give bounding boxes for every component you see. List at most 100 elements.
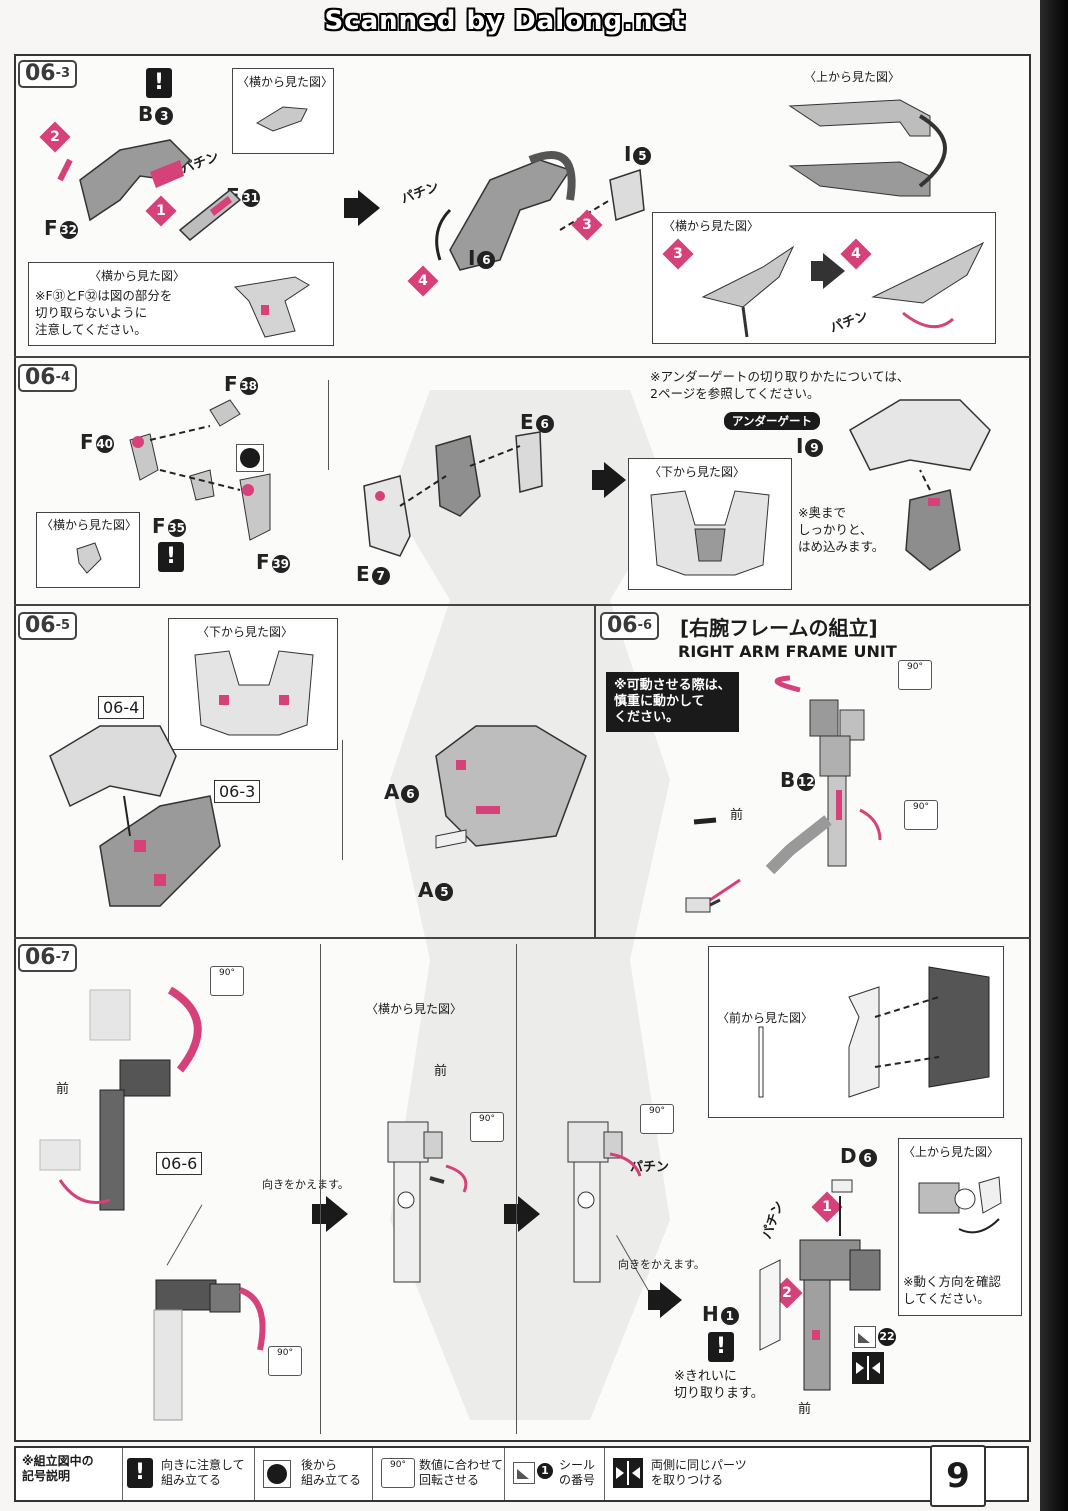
side-view-title-3: 〈横から見た図〉 (663, 219, 760, 233)
front-label-06-7c: 前 (798, 1402, 812, 1417)
armor-part-illustration-06-3a (57, 139, 242, 242)
back-assembly-icon (236, 444, 264, 472)
side-view-box-06-3b: 〈横から見た図〉 3 4 パチン (652, 212, 996, 344)
snap-label-4: パチン (630, 1160, 670, 1175)
arm-rotation-illustration-a (39, 986, 202, 1211)
side-view-box-06-4: 〈横から見た図〉 (36, 512, 140, 588)
section-06-3-label: 06-3 (18, 60, 78, 88)
flow-arrow-shaft-06-7b (504, 1204, 518, 1224)
legend-title: ※組立図中の 記号説明 (22, 1454, 94, 1483)
clean-cut-note: ※きれいに 切り取ります。 (674, 1369, 764, 1401)
rotate-90-icon-6: 90° (640, 1104, 674, 1134)
side-view-before-illustration (701, 245, 795, 338)
bottom-view-box-06-4: 〈下から見た図〉 (628, 458, 792, 590)
bottom-view-illustration-06-4 (650, 490, 770, 576)
shoulder-parts-illustration (129, 399, 271, 541)
flow-arrow-06-7b (518, 1196, 540, 1232)
top-view-illustration-06-7 (918, 1176, 1002, 1234)
bottom-view-illustration-06-5 (194, 650, 314, 736)
warning-icon: ! (127, 1458, 153, 1488)
section-06-7-label: 06-7 (18, 944, 78, 972)
flow-arrow-shaft-06-3-inner (811, 261, 825, 281)
cut-note-part-illustration (233, 276, 310, 338)
rotate-90-icon-3: 90° (210, 966, 244, 996)
flow-arrow-06-7c (660, 1282, 682, 1318)
front-view-title-06-7: 〈前から見た図〉 (717, 1011, 814, 1025)
cut-note-box: 〈横から見た図〉 ※F㉛とF㉜は図の部分を 切り取らないように 注意してください… (28, 262, 334, 346)
front-view-illustration (758, 966, 990, 1098)
legend-item-3-text: 数値に合わせて 回転させる (419, 1458, 504, 1487)
flow-arrow-06-3a (358, 190, 380, 226)
rotate-90-icon-2: 90° (904, 800, 938, 830)
divider-row1 (14, 356, 1031, 358)
undergate-note: ※アンダーゲートの切り取りかたについては、 2ページを参照してください。 (650, 369, 910, 401)
side-view-title-06-7: 〈横から見た図〉 (366, 1002, 463, 1016)
legend-cell-3: 90° 数値に合わせて 回転させる (372, 1448, 503, 1500)
rotate-90-icon-4: 90° (268, 1346, 302, 1376)
side-view-part-illustration (255, 106, 308, 132)
check-direction-note: ※動く方向を確認 してください。 (903, 1274, 1001, 1306)
legend-cell-2: 後から 組み立てる (254, 1448, 371, 1500)
top-view-title-06-7: 〈上から見た図〉 (903, 1145, 1000, 1159)
step-4-marker: 4 (407, 265, 439, 297)
symmetric-parts-icon (613, 1458, 643, 1488)
bottom-view-box-06-5: 〈下から見た図〉 (168, 618, 338, 750)
back-assembly-icon (263, 1460, 291, 1488)
flow-arrow-shaft-06-4 (592, 470, 606, 490)
divider-06-5-06-6 (594, 606, 596, 937)
legend-cell-5: 両側に同じパーツ を取りつける (604, 1448, 755, 1500)
flow-arrow-shaft-06-7c (648, 1290, 662, 1310)
top-view-box-06-3: 〈上から見た図〉 (720, 66, 1022, 206)
page-edge-strip (1040, 0, 1068, 1511)
rotate-90-icon: 90° (381, 1458, 415, 1488)
top-bar (0, 0, 1068, 48)
divider-06-7-b (320, 944, 321, 1434)
scan-credit: Scanned by Dalong.net (324, 6, 686, 36)
armor-part-illustration-06-3b (435, 151, 645, 271)
right-arm-frame-illustration (685, 675, 882, 913)
front-label-06-7b: 前 (434, 1064, 448, 1079)
turn-around-note-2: 向きをかえます。 (618, 1258, 705, 1271)
top-view-box-06-7: 〈上から見た図〉 ※動く方向を確認 してください。 (898, 1138, 1022, 1316)
careful-move-callout: ※可動させる際は、 慎重に動かして ください。 (606, 672, 739, 732)
forearm-part-illustration (363, 431, 543, 557)
arm-final-illustration (759, 1179, 881, 1391)
right-arm-frame-title-jp: [右腕フレームの組立] (680, 616, 878, 640)
flow-arrow-06-7a (326, 1196, 348, 1232)
section-06-4-label: 06-4 (18, 364, 78, 392)
right-arm-frame-title-en: RIGHT ARM FRAME UNIT (678, 642, 897, 661)
divider-06-7-c (516, 944, 517, 1434)
rotate-90-icon: 90° (898, 660, 932, 690)
divider-row3 (14, 937, 1031, 939)
cut-note-text: ※F㉛とF㉜は図の部分を 切り取らないように 注意してください。 (35, 288, 173, 337)
top-view-illustration (788, 99, 947, 197)
sticker-number-22: 22 (878, 1328, 896, 1346)
side-view-title: 〈横から見た図〉 (237, 75, 334, 89)
flow-arrow-shaft-06-3a (344, 198, 358, 218)
front-label-06-6: 前 (730, 808, 744, 823)
ref-06-6-label: 06-6 (156, 1152, 203, 1175)
top-view-title: 〈上から見た図〉 (804, 70, 901, 84)
section-06-6-label: 06-6 (600, 612, 660, 640)
rotate-90-icon-5: 90° (470, 1112, 504, 1142)
warning-icon-3: ! (708, 1332, 734, 1362)
arm-side-illustration-b (567, 1121, 642, 1283)
arm-rotation-illustration-b (153, 1279, 266, 1421)
sticker-icon (854, 1326, 876, 1348)
symmetric-parts-icon (852, 1352, 884, 1384)
page-number: 9 (930, 1445, 986, 1507)
bottom-view-title-06-4: 〈下から見た図〉 (649, 465, 746, 479)
side-view-title-06-4: 〈横から見た図〉 (41, 518, 138, 532)
side-view-box-06-3: 〈横から見た図〉 (232, 68, 334, 154)
